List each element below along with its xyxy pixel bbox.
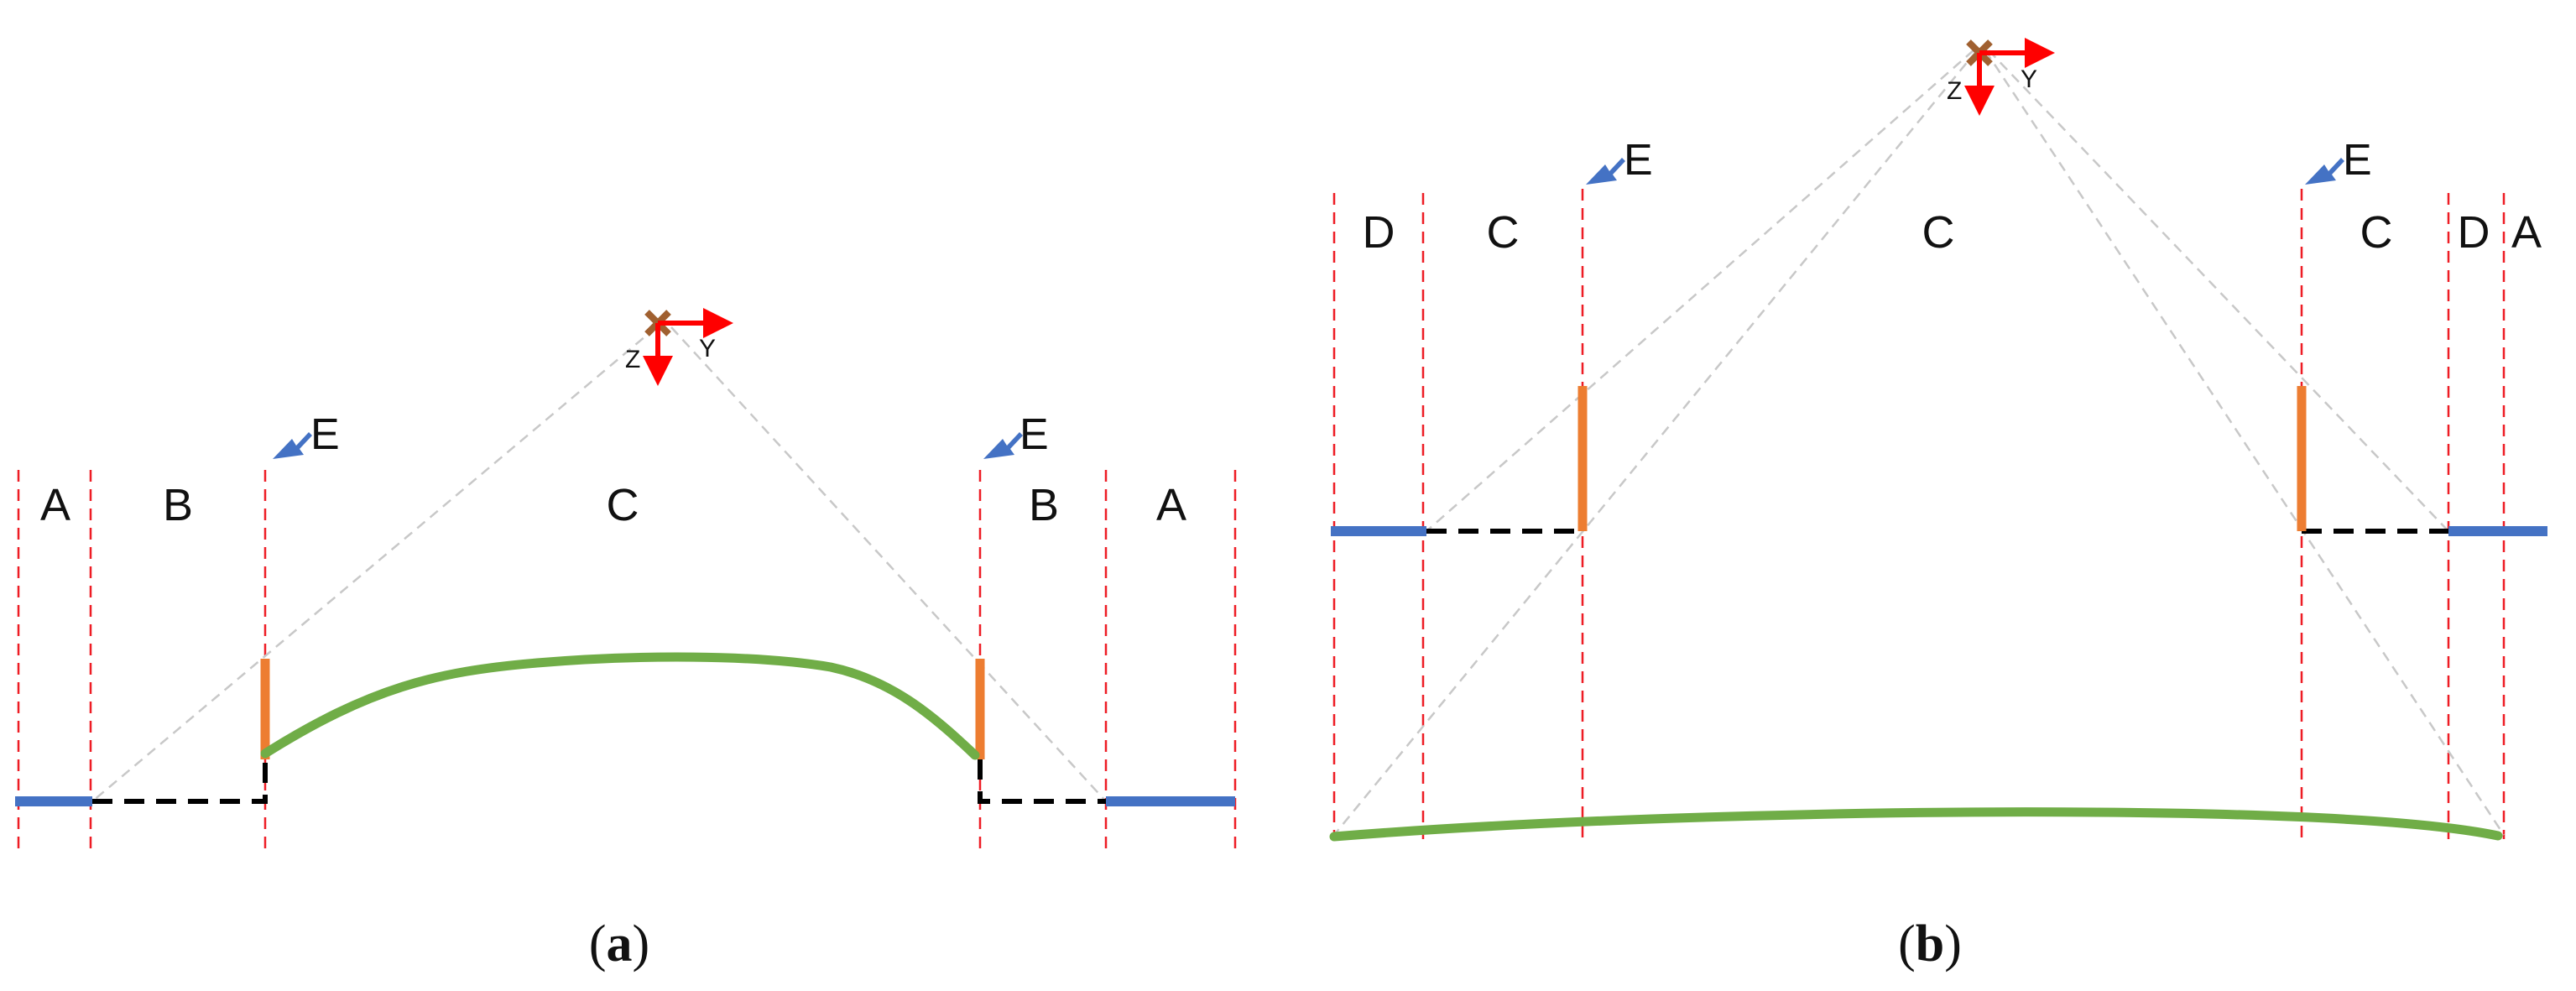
panel-a-caption-letter: a xyxy=(607,915,633,973)
panel-b: D C C C D A E E Z Y (b) xyxy=(1329,38,2547,973)
panel-a-origin: Z Y xyxy=(625,308,733,386)
panel-a-green-curve xyxy=(260,652,980,760)
panel-b-region-label-6: A xyxy=(2511,207,2542,258)
panel-b-caption-open: ( xyxy=(1898,915,1916,973)
arrow-icon xyxy=(983,432,1023,459)
panel-b-caption: (b) xyxy=(1898,915,1962,973)
panel-a-marker-left: E xyxy=(273,410,340,459)
arrow-icon xyxy=(2305,158,2344,185)
panel-a: A B C B A E E Z Y (a) xyxy=(15,308,1237,973)
panel-b-rays xyxy=(1333,50,2506,836)
panel-b-marker-label-left: E xyxy=(1624,136,1653,185)
panel-b-region-label-1: D xyxy=(1363,207,1395,258)
panel-a-region-label-2: B xyxy=(163,480,193,530)
panel-a-separators xyxy=(17,470,1237,852)
panel-a-caption: (a) xyxy=(589,915,649,973)
panel-b-ray-left-outer xyxy=(1426,50,1974,532)
panel-b-region-label-5: D xyxy=(2458,207,2490,258)
panel-a-ray-right xyxy=(670,326,1107,802)
panel-b-marker-right: E xyxy=(2305,136,2372,185)
panel-a-caption-close: ) xyxy=(633,915,650,973)
panel-a-region-label-3: C xyxy=(607,480,639,530)
panel-a-region-label-4: B xyxy=(1029,480,1059,530)
panel-b-axis-z-label: Z xyxy=(1947,77,1962,105)
panel-b-axis-y-label: Y xyxy=(2021,65,2037,93)
panel-a-axis-y-label: Y xyxy=(699,335,716,362)
panel-a-ray-left xyxy=(91,326,657,802)
panel-a-caption-open: ( xyxy=(589,915,607,973)
panel-a-marker-right: E xyxy=(983,410,1049,459)
panel-a-axis-z-label: Z xyxy=(625,346,640,373)
panel-b-origin: Z Y xyxy=(1947,38,2055,116)
arrow-icon xyxy=(1586,158,1625,185)
axis-arrows-icon xyxy=(643,308,733,386)
axis-arrows-icon xyxy=(1964,38,2055,116)
panel-a-marker-label-left: E xyxy=(310,410,340,459)
panel-a-dashed-ground-left xyxy=(92,759,268,804)
panel-b-caption-letter: b xyxy=(1916,915,1944,973)
panel-b-ray-left-inner xyxy=(1333,50,1978,836)
panel-a-rays xyxy=(91,326,1107,802)
panel-b-marker-label-right: E xyxy=(2343,136,2372,185)
panel-b-region-label-2: C xyxy=(1487,207,1520,258)
panel-b-caption-close: ) xyxy=(1944,915,1962,973)
arrow-icon xyxy=(273,432,312,459)
panel-b-region-label-4: C xyxy=(2360,207,2393,258)
panel-a-region-label-1: A xyxy=(40,480,70,530)
panel-b-marker-left: E xyxy=(1586,136,1653,185)
panel-b-region-label-3: C xyxy=(1922,207,1955,258)
panel-b-separators xyxy=(1332,189,2506,839)
panel-b-ray-right-inner xyxy=(1984,50,2506,836)
panel-a-marker-label-right: E xyxy=(1019,410,1049,459)
panel-a-dashed-ground-right xyxy=(978,759,1106,804)
panel-a-region-label-5: A xyxy=(1156,480,1186,530)
panel-b-green-curve xyxy=(1329,807,2503,842)
panel-b-ray-right-outer xyxy=(1988,50,2449,532)
